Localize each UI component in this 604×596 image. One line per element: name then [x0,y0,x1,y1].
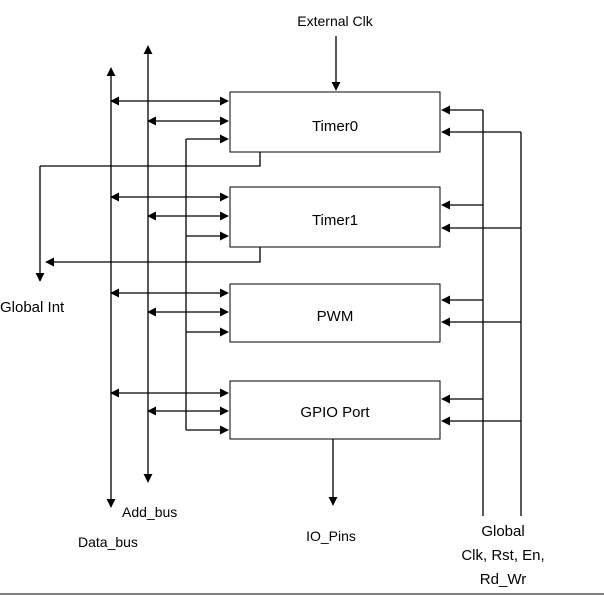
global-int-label: Global Int [0,299,65,316]
gpio-block [229,380,441,440]
timer0-label: Timer0 [312,118,358,135]
global-label-line3: Rd_Wr [480,571,526,588]
timer1-block [229,186,441,248]
global-label-line2: Clk, Rst, En, [461,547,544,564]
gpio-label: GPIO Port [300,404,370,421]
external-clk-label: External Clk [297,13,373,29]
timer1-interrupt-line [45,247,261,267]
io-pins-label: IO_Pins [306,528,356,544]
global-label-line1: Global [481,523,524,540]
timer0-block [229,91,441,153]
timer1-label: Timer1 [312,212,358,229]
timer0-interrupt-line [40,152,261,167]
pwm-label: PWM [317,308,354,325]
data-bus-label: Data_bus [78,534,138,550]
pwm-block [229,283,441,343]
add-bus-label: Add_bus [122,504,177,520]
